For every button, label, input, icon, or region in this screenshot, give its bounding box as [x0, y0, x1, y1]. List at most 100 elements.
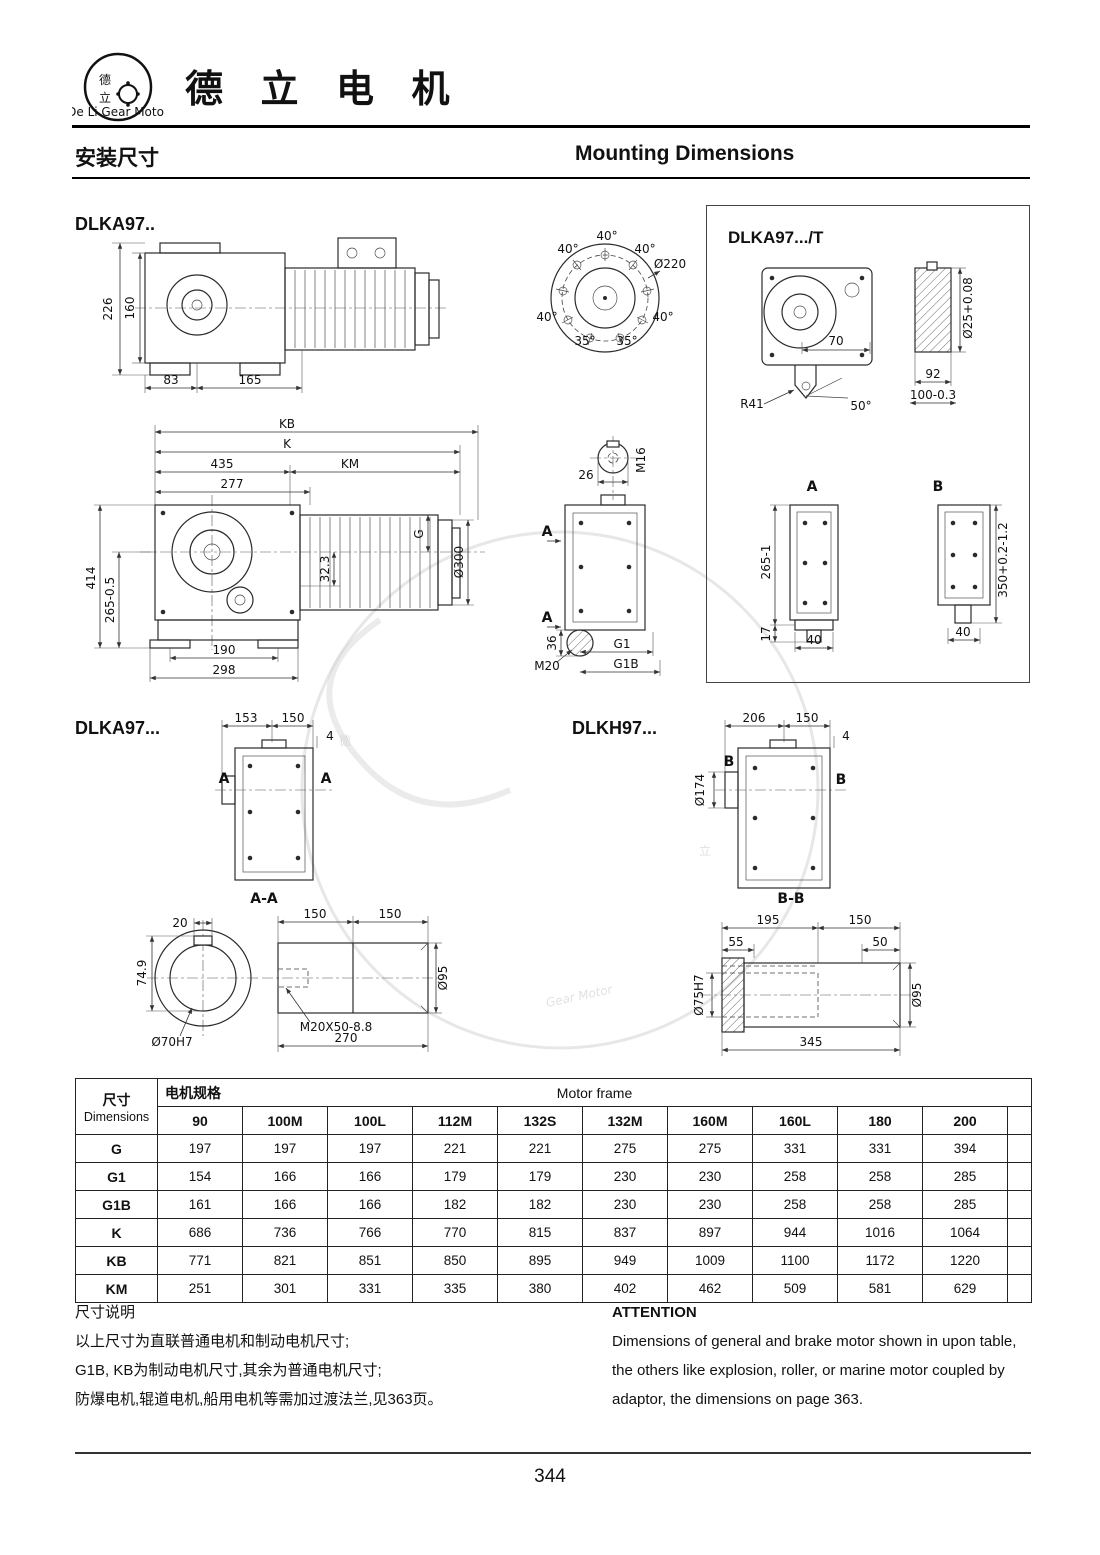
dim-174: Ø174	[693, 774, 707, 806]
dimension-value: 1009	[667, 1246, 753, 1275]
dim-226: 226	[101, 298, 115, 321]
dimension-value: 331	[752, 1134, 838, 1163]
flange-angle-top: 40°	[596, 229, 617, 243]
dim-206: 206	[743, 711, 766, 725]
logo: 德 立 De Li Gear Motor	[67, 48, 169, 133]
corner-label-cn: 尺寸	[102, 1091, 131, 1108]
dim-150-top: 150	[282, 711, 305, 725]
dimension-value: 895	[497, 1246, 583, 1275]
dim-m16: M16	[634, 447, 648, 473]
flange-angle-bot-left: 35°	[574, 334, 595, 348]
page-title-en: Mounting Dimensions	[575, 142, 795, 165]
dimension-value: 154	[157, 1162, 243, 1191]
dimension-value: 770	[412, 1218, 498, 1247]
flange-angle-mid-left: 40°	[536, 310, 557, 324]
row-label: K	[75, 1218, 158, 1247]
column-header: 132M	[582, 1106, 668, 1135]
watermark-char2: 立	[699, 843, 711, 858]
row-label: KM	[75, 1274, 158, 1303]
dimension-value: 380	[497, 1274, 583, 1303]
dim-75h7: Ø75H7	[692, 974, 706, 1015]
dim-153: 153	[235, 711, 258, 725]
dimension-value: 230	[667, 1162, 753, 1191]
dimension-value: 182	[412, 1190, 498, 1219]
dim-95-a: Ø95	[436, 966, 450, 991]
dim-300: Ø300	[452, 546, 466, 578]
empty-cell	[1006, 1218, 1033, 1247]
dimension-value: 771	[157, 1246, 243, 1275]
dimension-value: 197	[242, 1134, 328, 1163]
dimension-value: 1064	[922, 1218, 1008, 1247]
dimension-value: 686	[157, 1218, 243, 1247]
dimension-value: 197	[327, 1134, 413, 1163]
dimension-value: 821	[242, 1246, 328, 1275]
dimension-value: 897	[667, 1218, 753, 1247]
notes-english: ATTENTION Dimensions of general and brak…	[612, 1298, 1032, 1414]
dim-160: 160	[123, 297, 137, 320]
flange-diameter: Ø220	[654, 257, 686, 271]
dimension-value: 335	[412, 1274, 498, 1303]
section-b-right: B	[836, 772, 847, 788]
subheader-rule	[72, 177, 1030, 179]
dimension-value: 275	[667, 1134, 753, 1163]
dlka97-t-panel-box	[706, 205, 1030, 683]
dimension-value: 166	[327, 1190, 413, 1219]
column-header: 200	[922, 1106, 1008, 1135]
dimension-value: 230	[582, 1162, 668, 1191]
dim-150-shaft-a: 150	[304, 907, 327, 921]
dimension-value: 850	[412, 1246, 498, 1275]
dim-150-shaft-b: 150	[379, 907, 402, 921]
dim-277: 277	[221, 477, 244, 491]
section-aa-label: A-A	[250, 891, 278, 907]
footer-rule	[75, 1452, 1031, 1454]
dimension-value: 509	[752, 1274, 838, 1303]
dim-150-h-shaft: 150	[849, 913, 872, 927]
dimension-value: 815	[497, 1218, 583, 1247]
dimension-value: 166	[242, 1190, 328, 1219]
dim-km: KM	[341, 457, 359, 471]
dimension-value: 736	[242, 1218, 328, 1247]
empty-cell	[1006, 1246, 1033, 1275]
logo-char-top: 德	[99, 72, 111, 87]
section-bb-label: B-B	[777, 891, 804, 907]
section-a-marker-top: A	[542, 524, 553, 540]
dimension-value: 161	[157, 1190, 243, 1219]
dimension-value: 402	[582, 1274, 668, 1303]
dimension-value: 1016	[837, 1218, 923, 1247]
dimension-value: 230	[582, 1190, 668, 1219]
dimension-value: 766	[327, 1218, 413, 1247]
notes-en-line1: Dimensions of general and brake motor sh…	[612, 1333, 1017, 1350]
dim-20: 20	[172, 916, 187, 930]
dimension-value: 179	[412, 1162, 498, 1191]
dim-4-h: 4	[842, 729, 850, 743]
dim-190: 190	[213, 643, 236, 657]
dimension-value: 179	[497, 1162, 583, 1191]
dim-165: 165	[239, 373, 262, 387]
empty-cell	[1006, 1274, 1033, 1303]
dim-265-05: 265-0.5	[103, 577, 117, 623]
flange-angle-top-right: 40°	[634, 242, 655, 256]
dim-150-h-top: 150	[796, 711, 819, 725]
dim-32-3: 32.3	[318, 556, 332, 583]
section-b-left: B	[724, 754, 735, 770]
dim-195: 195	[757, 913, 780, 927]
dim-m20x50: M20X50-8.8	[300, 1020, 373, 1034]
dimension-value: 949	[582, 1246, 668, 1275]
dimension-value: 629	[922, 1274, 1008, 1303]
column-header: 160M	[667, 1106, 753, 1135]
dim-74-9: 74.9	[135, 960, 149, 987]
page-title-cn: 安装尺寸	[75, 147, 159, 170]
output-shaft-views: 26 M16 A A 36 M20 G1 G1B	[534, 436, 661, 676]
dimension-value: 1100	[752, 1246, 838, 1275]
dim-kb: KB	[279, 417, 295, 431]
notes-chinese: 尺寸说明 以上尺寸为直联普通电机和制动电机尺寸; G1B, KB为制动电机尺寸,…	[75, 1298, 590, 1414]
header-rule	[72, 125, 1030, 128]
dim-298: 298	[213, 663, 236, 677]
